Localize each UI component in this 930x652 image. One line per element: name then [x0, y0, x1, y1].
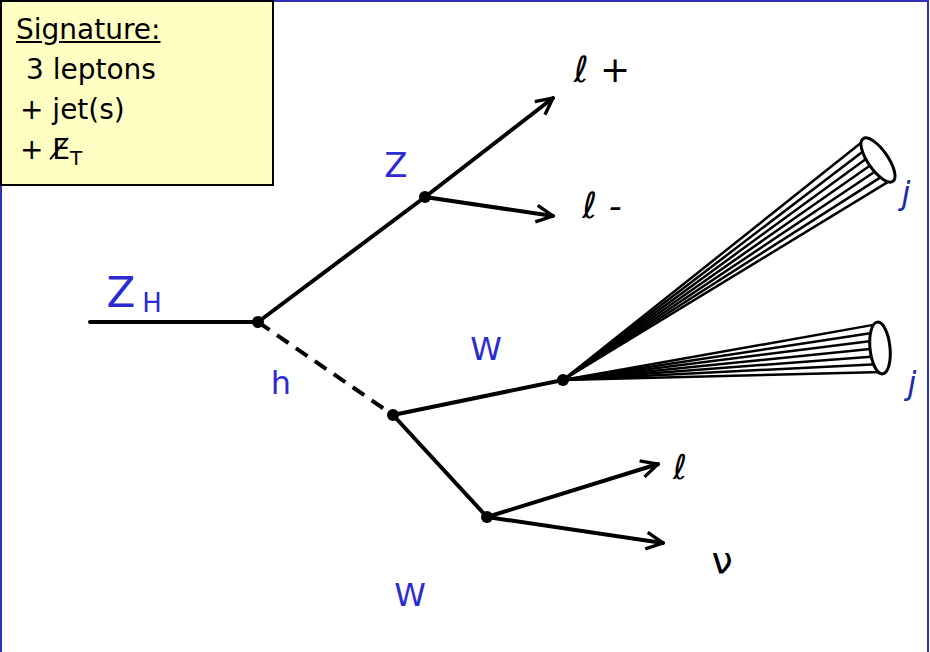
particle-label: h [269, 367, 293, 401]
particle-label: Z [105, 271, 138, 315]
jet-label: j [900, 177, 913, 211]
vertex-dot [481, 511, 493, 523]
lepton-arrow [425, 98, 553, 197]
signature-box: Signature:3 leptons+ jet(s)+ E̸T [0, 0, 274, 186]
jet-label: j [906, 367, 919, 401]
lepton-label: ℓ - [580, 187, 623, 225]
z-line [258, 197, 425, 322]
w-line [393, 415, 487, 517]
particle-label: W [468, 333, 504, 367]
signature-item: + E̸ [20, 133, 70, 166]
w-line [393, 380, 563, 415]
signature-item: 3 leptons [16, 50, 258, 90]
neutrino-label: ν [709, 542, 734, 582]
signature-heading: Signature: [16, 10, 258, 50]
jet-cone-cap [867, 321, 892, 375]
vertex-dot [557, 374, 569, 386]
lepton-label: ℓ + [572, 51, 632, 89]
signature-item: T [70, 146, 82, 170]
lepton-arrow [425, 197, 553, 216]
higgs-line [258, 322, 393, 415]
lepton-arrow [487, 464, 658, 517]
particle-label: Z [382, 148, 409, 184]
signature-line: + E̸T [16, 130, 258, 170]
vertex-dot [387, 409, 399, 421]
particle-label: W [392, 579, 428, 613]
jet-cone-line [563, 180, 892, 380]
jet-cone-cap [855, 133, 901, 187]
jet-cone-line [563, 364, 882, 380]
signature-item: + jet(s) [16, 90, 258, 130]
vertex-dot [252, 316, 264, 328]
zh-line [90, 320, 258, 324]
vertex-dot [419, 191, 431, 203]
particle-subscript: H [140, 290, 164, 317]
neutrino-arrow [487, 517, 663, 543]
jet-cone-line [563, 372, 882, 380]
lepton-label: ℓ [671, 450, 689, 486]
